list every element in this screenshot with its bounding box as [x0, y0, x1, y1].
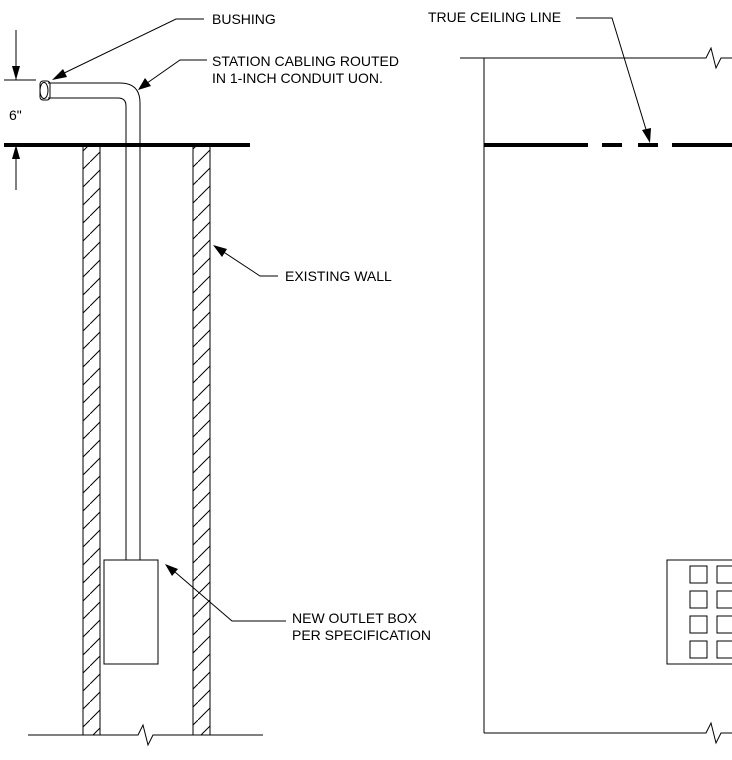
bottom-break-line [484, 721, 732, 745]
bushing-icon [39, 80, 51, 101]
station-cabling-label-line1: STATION CABLING ROUTED [212, 53, 399, 69]
outlet-box-label-line2: PER SPECIFICATION [292, 627, 431, 643]
outlet-box [103, 559, 159, 665]
leader-existing-wall [213, 245, 278, 277]
top-break-line [460, 46, 732, 70]
left-section-view: 6" BUSHING STATION CABLING ROUTED IN 1-I… [4, 11, 431, 747]
leader-bushing [52, 18, 204, 80]
leader-outlet-box [165, 564, 286, 622]
station-cabling-label-line2: IN 1-INCH CONDUIT UON. [212, 70, 383, 86]
dimension-label: 6" [9, 107, 22, 123]
equipment-panel [666, 559, 732, 665]
existing-wall-label: EXISTING WALL [285, 268, 392, 284]
conduit [48, 82, 141, 560]
true-ceiling-label: TRUE CEILING LINE [428, 9, 561, 25]
existing-wall-right [192, 145, 211, 735]
right-elevation-view: TRUE CEILING LINE [428, 9, 732, 745]
leader-true-ceiling [576, 17, 651, 143]
leader-station-cabling [138, 59, 207, 90]
existing-wall-left [82, 145, 101, 735]
bushing-label: BUSHING [212, 11, 276, 27]
outlet-box-label-line1: NEW OUTLET BOX [292, 610, 418, 626]
dimension-6in [4, 30, 36, 190]
floor-break-line [28, 723, 263, 747]
